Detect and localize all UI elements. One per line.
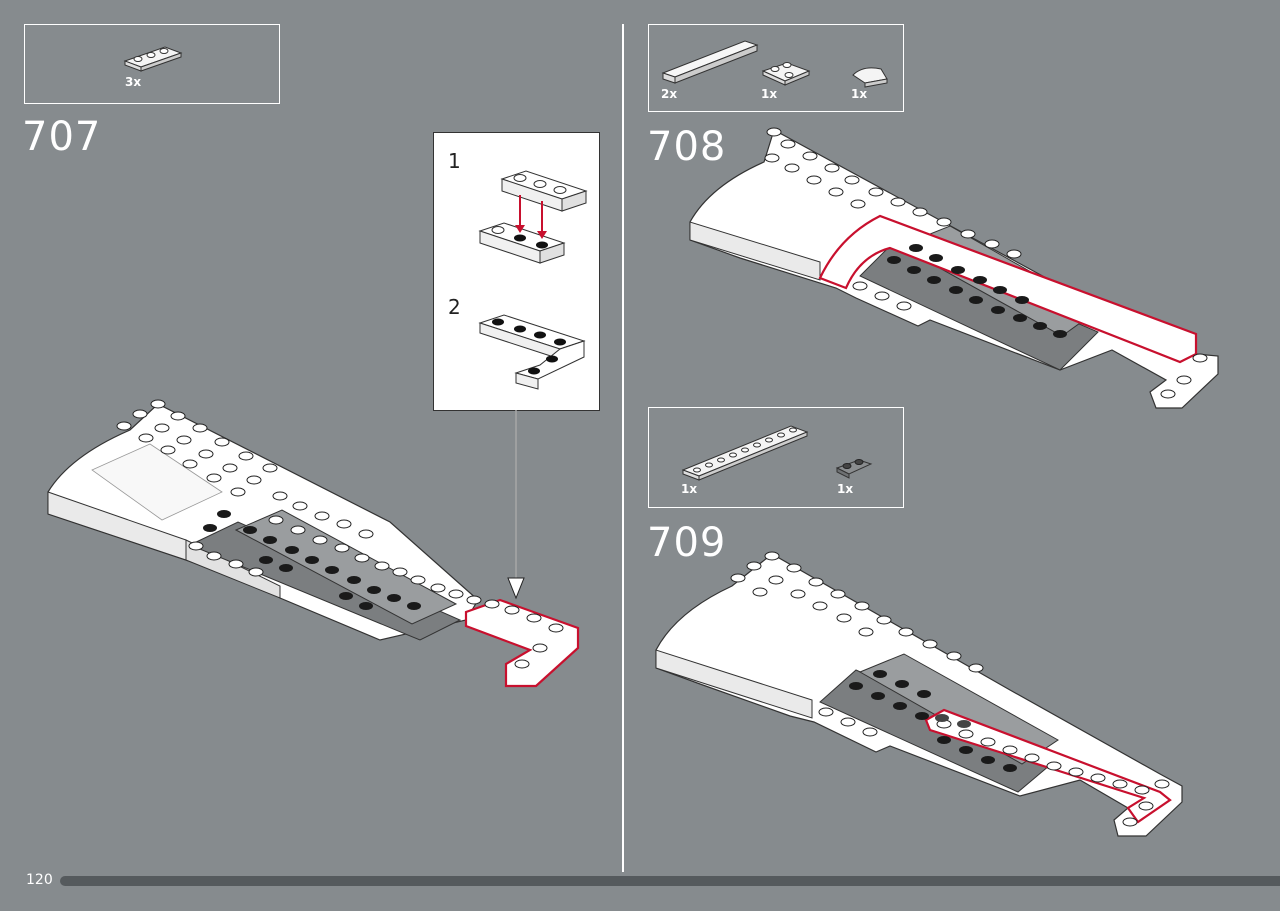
part-grey-plate-icon — [835, 459, 873, 479]
part-quantity: 1x — [681, 482, 698, 496]
page-divider — [622, 24, 624, 872]
parts-callout-709: 1x 1x — [648, 407, 904, 508]
substep-1-illustration — [478, 170, 588, 264]
part-quantity: 3x — [125, 75, 142, 89]
step-number-709: 709 — [647, 520, 727, 566]
page-progress-bar — [60, 876, 1280, 886]
step-number-707: 707 — [22, 114, 102, 160]
part-plate-1x6-icon — [661, 40, 759, 84]
subassembly-callout: 1 2 — [433, 132, 600, 411]
part-quantity: 1x — [761, 87, 778, 101]
substep-number-1: 1 — [448, 149, 461, 173]
part-corner-plate-icon — [761, 62, 811, 86]
part-curved-slope-icon — [852, 67, 888, 88]
page-number: 120 — [26, 872, 53, 888]
parts-callout-708: 2x 1x 1x — [648, 24, 904, 112]
part-plate-1x8-icon — [681, 425, 809, 481]
part-plate-1x3-icon — [123, 46, 183, 72]
part-quantity: 2x — [661, 87, 678, 101]
substep-number-2: 2 — [448, 295, 461, 319]
substep-2-illustration — [478, 314, 586, 390]
step-number-708: 708 — [647, 124, 727, 170]
part-quantity: 1x — [837, 482, 854, 496]
parts-callout-707: 3x — [24, 24, 280, 104]
part-quantity: 1x — [851, 87, 868, 101]
